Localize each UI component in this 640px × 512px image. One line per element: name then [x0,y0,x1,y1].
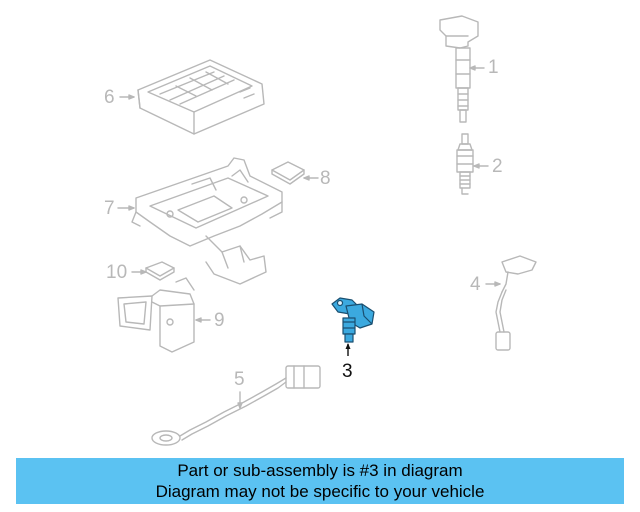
arrow-7-icon [128,205,135,211]
arrow-5-icon [237,402,243,409]
arrow-6-icon [128,94,135,100]
arrow-8-icon [303,175,310,181]
banner-line-2: Diagram may not be specific to your vehi… [155,482,485,501]
info-banner: Part or sub-assembly is #3 in diagram Di… [16,458,624,504]
ecm-part[interactable] [137,59,265,135]
bracket-part[interactable] [131,157,283,285]
callout-9[interactable]: 9 [214,310,225,331]
relay-bracket-part[interactable] [117,277,195,353]
spark-plug-part[interactable] [456,133,474,195]
camshaft-sensor-part-3[interactable] [331,297,375,343]
callout-4[interactable]: 4 [470,274,481,295]
banner-line-1: Part or sub-assembly is #3 in diagram [177,461,463,480]
callout-8[interactable]: 8 [320,168,331,189]
arrow-10-icon [140,269,147,275]
arrow-1-icon [469,65,476,71]
parts-diagram [117,15,537,446]
arrow-2-icon [473,163,480,169]
arrow-9-icon [195,317,202,323]
relay-10-part[interactable] [145,261,175,281]
arrow-3-icon [345,343,351,349]
sensor-4-part[interactable] [495,255,537,351]
callout-3[interactable]: 3 [342,361,353,382]
callout-1[interactable]: 1 [488,57,499,78]
arrow-4-icon [494,281,501,287]
callout-10[interactable]: 10 [106,262,128,283]
callout-7[interactable]: 7 [104,198,115,219]
callout-2[interactable]: 2 [492,156,503,177]
sensor-5-part[interactable] [151,365,321,446]
module-8-part[interactable] [271,161,305,185]
callout-5[interactable]: 5 [234,369,245,390]
callout-6[interactable]: 6 [104,87,115,108]
